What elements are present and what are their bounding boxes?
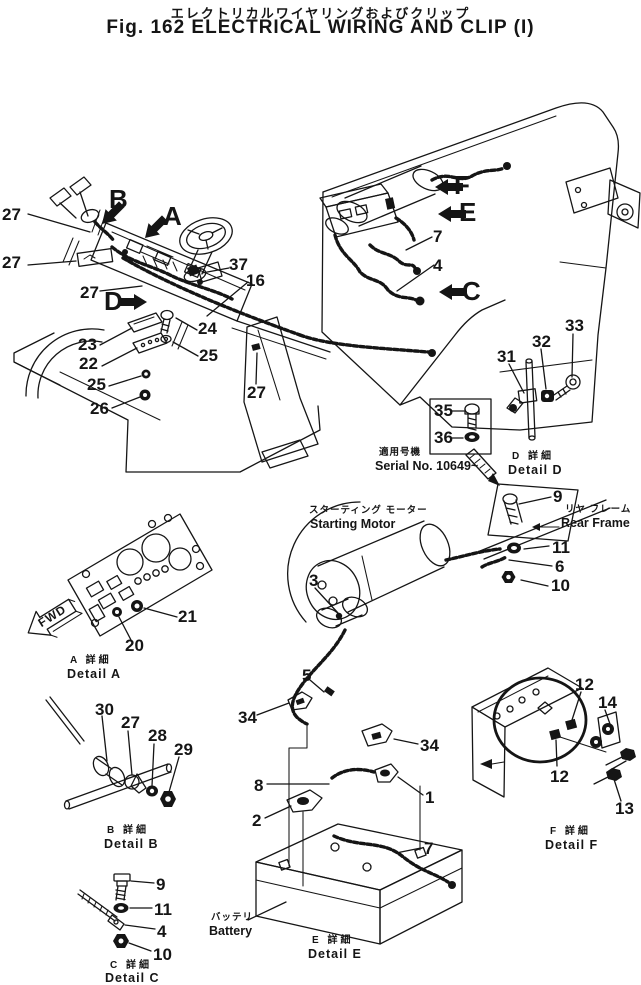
- starting-motor-label: Starting Motor: [310, 517, 396, 531]
- part-callout: 34: [420, 736, 439, 755]
- part-callout: 4: [433, 256, 443, 275]
- part-callout: 13: [615, 799, 634, 818]
- figure-title-japanese: エレクトリカルワイヤリングおよびクリップ: [170, 6, 471, 21]
- detail-e-title: Detail E: [308, 947, 362, 961]
- part-callout: 4: [157, 922, 167, 941]
- rear-body-art: [321, 102, 620, 431]
- part-callout: 25: [199, 346, 218, 365]
- part-callout: 27: [2, 253, 21, 272]
- view-label-e: E: [459, 197, 477, 227]
- part-callout: 32: [532, 332, 551, 351]
- part-callout: 6: [555, 557, 565, 576]
- view-label-b: B: [109, 184, 128, 214]
- rear-frame-label-japanese: リヤ フレーム: [565, 504, 632, 515]
- part-callout: 35: [434, 401, 453, 420]
- part-callout: 12: [575, 675, 594, 694]
- part-callout: 25: [87, 375, 106, 394]
- instrument-panel-detail-art: [27, 513, 213, 638]
- part-callout: 14: [598, 693, 617, 712]
- part-callout: 1: [425, 788, 435, 807]
- part-callout: 23: [78, 335, 97, 354]
- battery-label: Battery: [209, 924, 253, 938]
- junction-box-art: [319, 183, 425, 306]
- detail-d-title-japanese: D 詳細: [512, 451, 554, 462]
- part-callout: 22: [79, 354, 98, 373]
- part-callout: 37: [229, 255, 248, 274]
- serial-note-japanese: 適用号機: [379, 447, 422, 458]
- view-direction-arrows: [102, 179, 467, 310]
- detail-d-title: Detail D: [508, 463, 563, 477]
- part-callout: 28: [148, 726, 167, 745]
- part-callout: 7: [424, 839, 434, 858]
- console-clip-parts-art: [127, 309, 174, 401]
- part-callout: 11: [552, 538, 570, 557]
- part-callout: 34: [238, 708, 257, 727]
- view-label-f: F: [454, 170, 470, 200]
- part-callout: 27: [80, 283, 99, 302]
- front-frame-art: [13, 316, 321, 473]
- detail-f-title-japanese: F 詳細: [550, 826, 591, 837]
- serial-applicability-box-art: [429, 398, 500, 486]
- part-callout: 16: [246, 271, 265, 290]
- callout-leader-lines: [27, 213, 622, 952]
- flywheel-housing-detail-art: [471, 667, 636, 798]
- serial-note: Serial No. 10649~: [375, 459, 479, 473]
- battery-detail-art: [255, 723, 463, 945]
- part-callout: 20: [125, 636, 144, 655]
- muffler-harness-art: [325, 162, 511, 235]
- battery-label-japanese: バッテリ: [211, 912, 254, 923]
- part-callout: 12: [550, 767, 569, 786]
- part-callout: 10: [153, 945, 172, 964]
- part-callout: 24: [198, 319, 217, 338]
- view-label-c: C: [462, 276, 481, 306]
- detail-a-title: Detail A: [67, 667, 122, 681]
- part-callout: 26: [90, 399, 109, 418]
- part-callout: 5: [302, 666, 312, 685]
- detail-b-title: Detail B: [104, 837, 159, 851]
- part-callout: 31: [497, 347, 516, 366]
- part-callout: 8: [254, 776, 264, 795]
- rear-frame-label: Rear Frame: [561, 516, 630, 530]
- detail-c-title-japanese: C 詳細: [110, 960, 152, 971]
- part-callout: 33: [565, 316, 584, 335]
- part-callout: 29: [174, 740, 193, 759]
- part-callout: 27: [121, 713, 140, 732]
- part-callout: 21: [178, 607, 197, 626]
- steering-wheel-art: [179, 217, 233, 283]
- rear-frame-detail-art: [479, 483, 611, 583]
- tow-hitch-art: [565, 167, 641, 229]
- part-callout: 27: [2, 205, 21, 224]
- detail-f-title: Detail F: [545, 838, 599, 852]
- detail-a-title-japanese: A 詳細: [70, 655, 112, 666]
- starting-motor-label-japanese: スターティング モーター: [309, 505, 428, 516]
- detail-b-title-japanese: B 詳細: [107, 825, 149, 836]
- part-callout: 9: [156, 875, 166, 894]
- control-levers-art: [49, 176, 116, 243]
- starting-motor-art: [287, 501, 502, 867]
- detail-e-title-japanese: E 詳細: [312, 935, 354, 946]
- part-callout: 27: [247, 383, 266, 402]
- dash-console-art: [62, 222, 436, 360]
- part-callout: 30: [95, 700, 114, 719]
- clip-detail-c-art: [77, 873, 131, 948]
- part-callout: 11: [154, 900, 172, 919]
- detail-c-title: Detail C: [105, 971, 160, 985]
- view-label-d: D: [104, 286, 123, 316]
- part-callout: 3: [309, 571, 319, 590]
- figure-title: Fig. 162 ELECTRICAL WIRING AND CLIP (I): [106, 17, 535, 38]
- part-callout: 36: [434, 428, 453, 447]
- part-callout: 2: [252, 811, 262, 830]
- part-callout: 7: [433, 227, 443, 246]
- view-label-a: A: [163, 201, 182, 231]
- part-callout: 9: [553, 487, 563, 506]
- part-callout: 10: [551, 576, 570, 595]
- rod-clip-parts-art: [506, 358, 581, 441]
